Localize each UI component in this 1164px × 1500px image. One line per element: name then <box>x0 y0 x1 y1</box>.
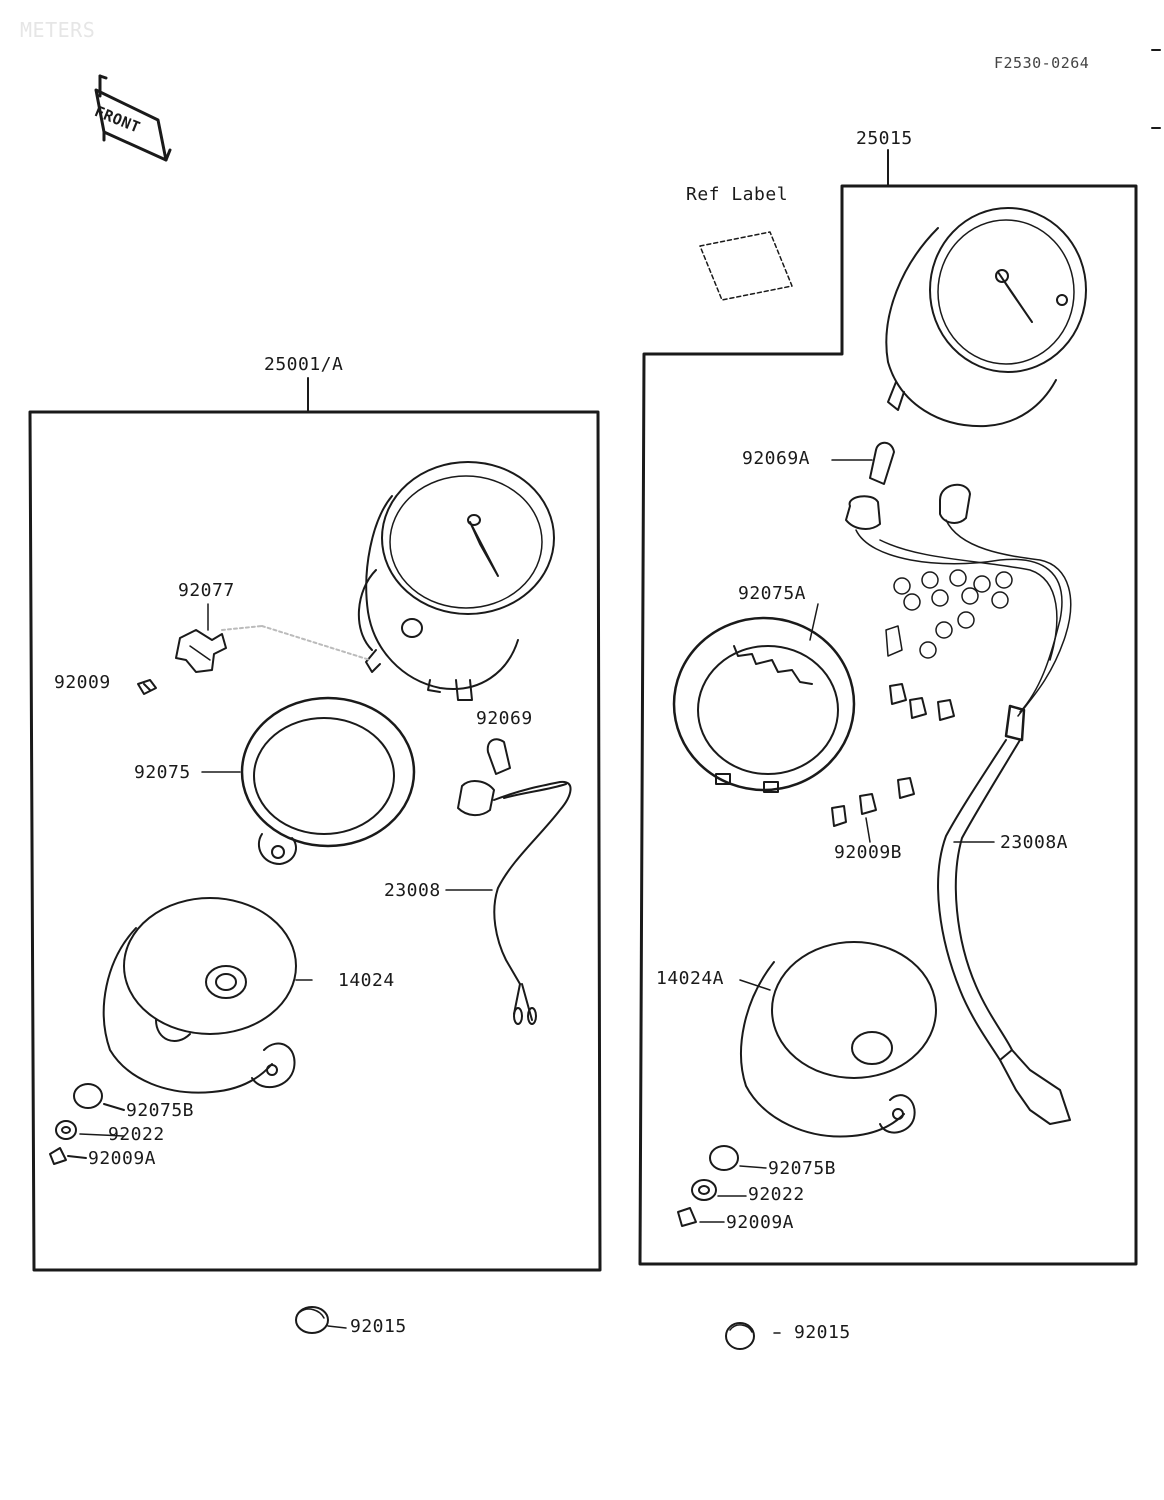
ref-label-text: Ref Label <box>686 184 789 205</box>
part-label-92069: 92069 <box>476 708 533 729</box>
part-label-92075b-left: 92075B <box>126 1100 195 1121</box>
section-title: METERS <box>20 18 96 42</box>
part-label-92015-right: 92015 <box>794 1322 851 1343</box>
part-label-23008: 23008 <box>384 880 441 901</box>
left-meter-case <box>102 897 297 1094</box>
figure-code: F2530-0264 <box>994 54 1090 72</box>
loose-cap-right <box>725 1322 781 1350</box>
right-assembly-box <box>638 149 1138 1266</box>
part-label-92009a-left: 92009A <box>88 1148 157 1169</box>
front-arrow-icon <box>94 74 172 162</box>
part-label-14024: 14024 <box>338 970 395 991</box>
right-hardware-parts <box>677 1145 767 1227</box>
part-label-92069a: 92069A <box>742 448 811 469</box>
right-bulb-part <box>869 441 895 485</box>
left-meter-gauge <box>221 461 555 701</box>
left-gear-part <box>175 629 227 673</box>
ref-label-sticker <box>699 231 793 301</box>
left-kit-label: 25001/A <box>264 354 344 375</box>
left-screw-part <box>137 679 157 695</box>
part-label-92009a-right: 92009A <box>726 1212 795 1233</box>
left-hardware-parts <box>49 1083 125 1165</box>
right-screws-parts <box>831 683 955 843</box>
right-wiring-harness <box>845 484 1072 742</box>
loose-cap-left <box>295 1306 347 1334</box>
part-label-92075a: 92075A <box>738 583 807 604</box>
right-kit-label: 25015 <box>856 128 913 149</box>
right-cable-part <box>937 739 1071 1125</box>
part-label-92009: 92009 <box>54 672 111 693</box>
part-label-92009b: 92009B <box>834 842 903 863</box>
part-label-92075: 92075 <box>134 762 191 783</box>
left-assembly-box <box>28 377 602 1272</box>
left-ring-part <box>240 696 416 865</box>
part-label-92075b-right: 92075B <box>768 1158 837 1179</box>
part-label-92022-right: 92022 <box>748 1184 805 1205</box>
left-bulb-socket-cable <box>457 738 572 1025</box>
part-label-23008a: 23008A <box>1000 832 1069 853</box>
part-label-92022-left: 92022 <box>108 1124 165 1145</box>
right-meter-gauge <box>885 207 1087 428</box>
part-label-92077: 92077 <box>178 580 235 601</box>
part-label-92015-left: 92015 <box>350 1316 407 1337</box>
part-label-14024a: 14024A <box>656 968 725 989</box>
right-ring-part <box>672 616 856 793</box>
right-meter-case <box>739 941 937 1138</box>
